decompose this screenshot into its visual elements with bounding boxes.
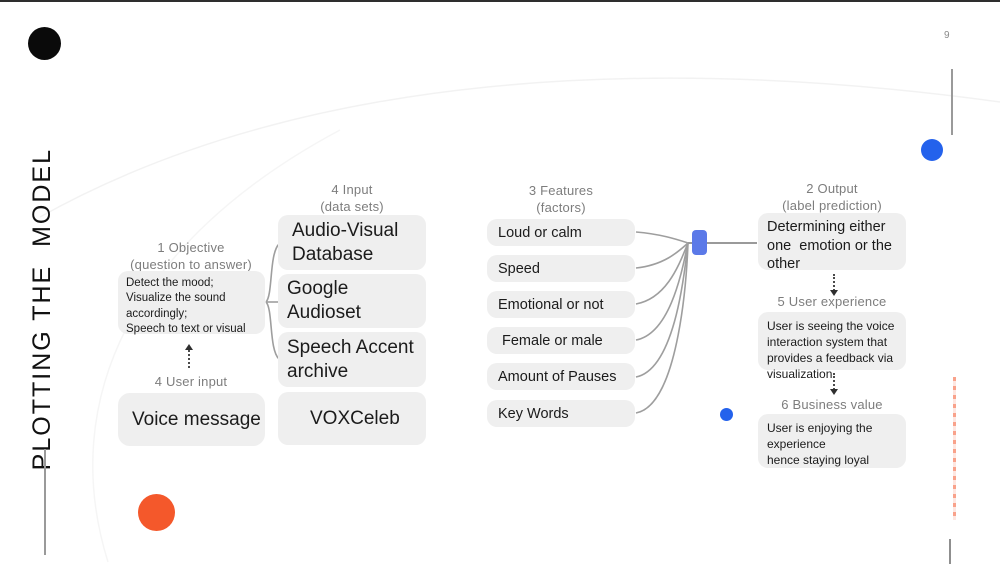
objective-heading-line2: (question to answer) [130,257,252,273]
input-box-speech-accent[interactable]: Speech Accent archive [278,332,426,387]
blue-dot-decoration [921,139,943,161]
arrow-down-icon [830,274,838,296]
arrowhead-icon [185,344,193,350]
input-box-voxceleb[interactable]: VOXCeleb [278,392,426,445]
red-dashed-line [953,377,956,520]
feature-box-female-male[interactable]: Female or male [487,327,635,354]
business-value-heading: 6 Business value [756,396,908,413]
input-heading-line1: 4 Input [331,182,373,197]
page-number: 9 [944,30,950,41]
features-heading: 3 Features (factors) [481,182,641,216]
arrowhead-icon [830,389,838,395]
business-value-heading-text: 6 Business value [781,397,883,412]
small-blue-dot-decoration [720,408,733,421]
objective-heading: 1 Objective (question to answer) [111,239,271,273]
arrow-stem [833,373,838,393]
arrow-down-icon [830,373,838,395]
features-heading-line1: 3 Features [528,183,594,198]
input-heading-line2: (data sets) [320,199,384,215]
right-top-line [951,69,953,135]
user-experience-heading-text: 5 User experience [777,294,887,309]
user-input-heading-text: 4 User input [154,374,228,389]
right-bottom-line [949,539,951,564]
user-experience-heading: 5 User experience [756,293,908,310]
input-box-audio-visual[interactable]: Audio-Visual Database [278,215,426,270]
output-heading-line2: (label prediction) [782,198,882,214]
feature-box-emotional[interactable]: Emotional or not [487,291,635,318]
title-underline [44,449,46,555]
user-input-box[interactable]: Voice message [118,393,265,446]
arrowhead-icon [830,290,838,296]
arrow-stem [188,346,193,368]
output-heading-line1: 2 Output [806,181,858,196]
feature-box-key-words[interactable]: Key Words [487,400,635,427]
orange-dot-decoration [138,494,175,531]
black-dot-decoration [28,27,61,60]
arrow-stem [833,274,838,294]
output-heading: 2 Output (label prediction) [756,180,908,214]
feature-box-pauses[interactable]: Amount of Pauses [487,363,635,390]
merge-node[interactable] [692,230,707,255]
input-box-google-audioset[interactable]: Google Audioset [278,274,426,328]
arrow-up-icon [185,344,193,368]
user-input-heading: 4 User input [111,373,271,390]
output-box[interactable]: Determining either one emotion or the ot… [758,213,906,272]
feature-box-loud-or-calm[interactable]: Loud or calm [487,219,635,246]
input-heading: 4 Input (data sets) [272,181,432,215]
business-value-box[interactable]: User is enjoying the experience hence st… [758,414,906,468]
user-experience-box[interactable]: User is seeing the voice interaction sys… [758,312,906,381]
slide-title: PLOTTING THE MODEL [28,148,56,471]
objective-box[interactable]: Detect the mood; Visualize the sound acc… [118,271,265,335]
features-heading-line2: (factors) [536,200,586,216]
feature-box-speed[interactable]: Speed [487,255,635,282]
objective-heading-line1: 1 Objective [157,240,225,255]
